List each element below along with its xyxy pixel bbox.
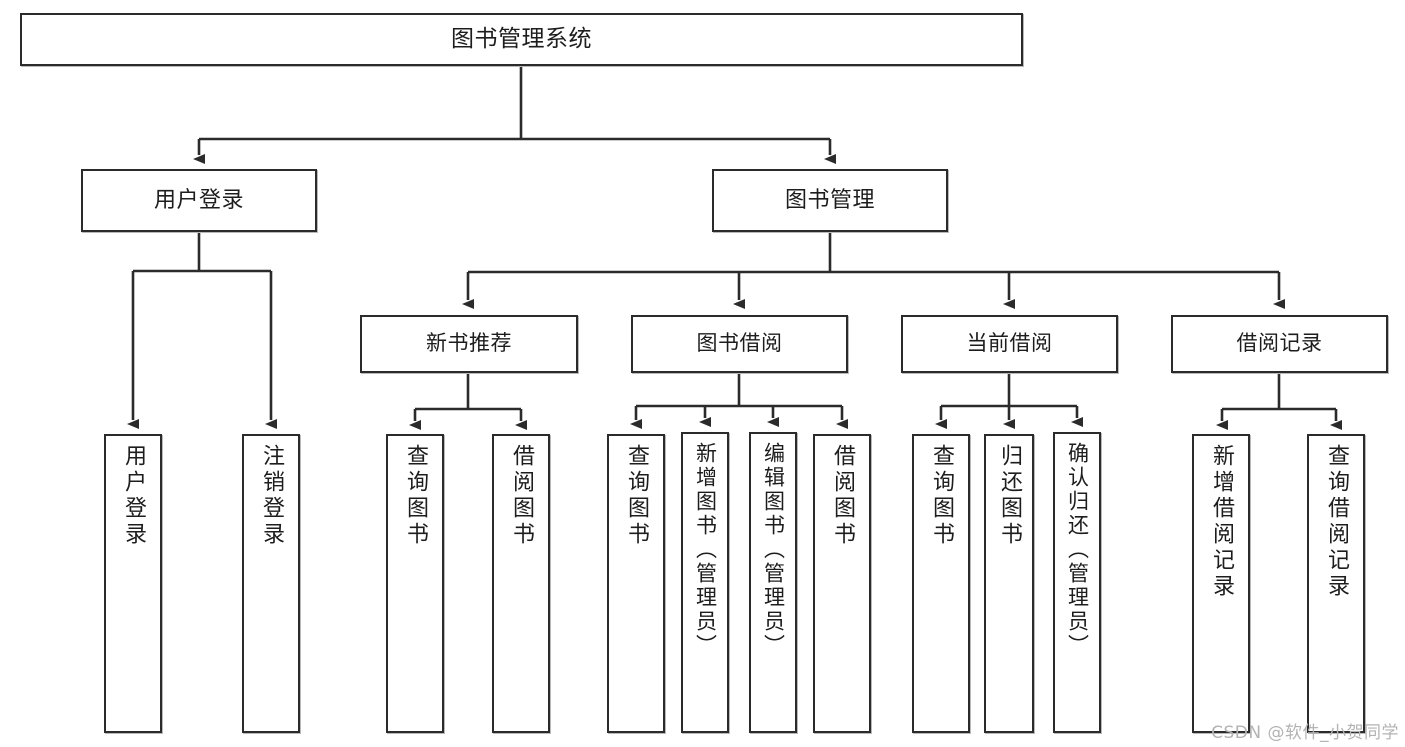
node-book-management[interactable]: 图书管理 [712, 169, 948, 232]
node-label: 借阅图书 [830, 444, 855, 548]
node-user-login[interactable]: 用户登录 [81, 169, 317, 232]
node-root-book-management-system[interactable]: 图书管理系统 [20, 13, 1023, 66]
leaf-borrow-borrow-books[interactable]: 借阅图书 [813, 434, 871, 733]
node-new-book-recommendation[interactable]: 新书推荐 [360, 315, 578, 373]
leaf-borrow-query-books[interactable]: 查询图书 [607, 434, 665, 733]
node-label: 新增图书（管理员） [693, 442, 718, 658]
node-label: 查询图书 [929, 444, 954, 548]
node-label: 图书管理 [784, 187, 875, 213]
leaf-current-return-books[interactable]: 归还图书 [984, 434, 1034, 733]
leaf-new-book-borrow-books[interactable]: 借阅图书 [492, 434, 550, 733]
node-label: 新书推荐 [426, 331, 512, 356]
leaf-borrow-add-book-admin[interactable]: 新增图书（管理员） [681, 432, 729, 733]
node-label: 确认归还（管理员） [1065, 442, 1090, 658]
node-label: 归还图书 [997, 444, 1022, 548]
csdn-watermark: CSDN @软件_小贺同学 [1211, 723, 1399, 743]
leaf-new-book-query-books[interactable]: 查询图书 [386, 434, 444, 733]
leaf-record-query-borrow-record[interactable]: 查询借阅记录 [1307, 434, 1365, 733]
node-label: 借阅图书 [509, 444, 534, 548]
leaf-borrow-edit-book-admin[interactable]: 编辑图书（管理员） [749, 432, 797, 733]
node-current-borrowing[interactable]: 当前借阅 [901, 315, 1118, 373]
node-label: 用户登录 [121, 444, 146, 548]
node-label: 新增借阅记录 [1209, 444, 1234, 600]
leaf-current-query-books[interactable]: 查询图书 [912, 434, 970, 733]
node-label: 编辑图书（管理员） [761, 442, 786, 658]
leaf-record-add-borrow-record[interactable]: 新增借阅记录 [1192, 434, 1250, 733]
node-label: 当前借阅 [966, 331, 1053, 356]
node-label: 注销登录 [259, 444, 284, 548]
node-label: 借阅记录 [1236, 331, 1323, 356]
node-label: 图书借阅 [696, 331, 783, 356]
node-book-borrowing[interactable]: 图书借阅 [631, 315, 848, 373]
node-label: 查询图书 [624, 444, 649, 548]
leaf-current-confirm-return-admin[interactable]: 确认归还（管理员） [1053, 432, 1101, 733]
leaf-user-logout[interactable]: 注销登录 [242, 434, 300, 733]
node-label: 图书管理系统 [451, 26, 592, 53]
node-label: 查询借阅记录 [1324, 444, 1349, 600]
node-label: 查询图书 [403, 444, 428, 548]
node-label: 用户登录 [153, 187, 244, 213]
leaf-user-login[interactable]: 用户登录 [104, 434, 162, 733]
node-borrowing-record[interactable]: 借阅记录 [1171, 315, 1388, 373]
